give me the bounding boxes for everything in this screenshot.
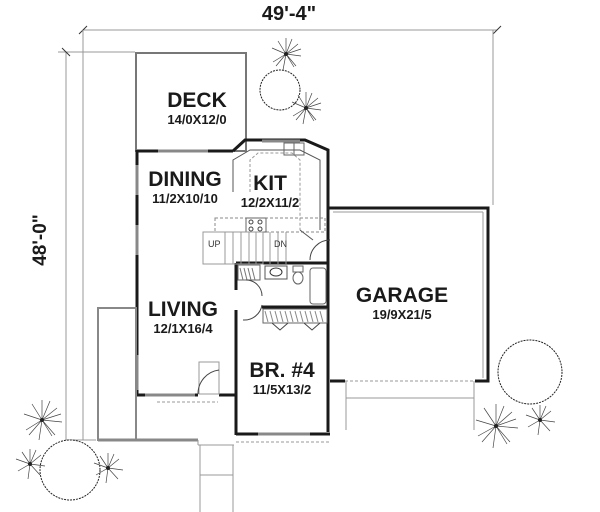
garage-entry-door: [309, 239, 331, 261]
bedroom-closet: [262, 308, 328, 331]
room-bedroom-4: BR. #4 11/5X13/2: [249, 359, 315, 397]
windows: [135, 139, 310, 436]
room-living: LIVING 12/1X16/4: [148, 298, 218, 336]
tree-icon-bottom-left: [15, 400, 124, 501]
room-garage: GARAGE 19/9X21/5: [356, 284, 448, 322]
room-name-dining: DINING: [148, 168, 222, 191]
room-name-garage: GARAGE: [356, 284, 448, 307]
bathroom: [237, 264, 327, 321]
room-size-deck: 14/0X12/0: [167, 112, 226, 127]
dimension-depth: 48'-0": [30, 47, 135, 441]
porch: [97, 307, 330, 512]
tree-icon-bottom-right: [475, 339, 563, 449]
tree-icon-top: [259, 38, 322, 125]
room-size-bedroom-4: 11/5X13/2: [253, 382, 312, 397]
room-kitchen: KIT 12/2X11/2: [241, 172, 300, 210]
room-dining: DINING 11/2X10/10: [148, 168, 222, 206]
stairs-down-label: DN: [274, 239, 287, 249]
room-size-dining: 11/2X10/10: [152, 191, 218, 206]
stairs-up-label: UP: [208, 239, 221, 249]
depth-dimension-label: 48'-0": [30, 214, 51, 266]
room-size-kitchen: 12/2X11/2: [241, 195, 300, 210]
room-name-bedroom-4: BR. #4: [249, 359, 315, 382]
room-size-living: 12/1X16/4: [153, 321, 213, 336]
room-name-deck: DECK: [167, 89, 227, 112]
room-name-kitchen: KIT: [253, 172, 287, 195]
driveway: [345, 381, 475, 430]
room-deck: DECK 14/0X12/0: [167, 89, 227, 127]
width-dimension-label: 49'-4": [262, 3, 316, 25]
dimension-width: 49'-4": [78, 3, 502, 440]
room-name-living: LIVING: [148, 298, 218, 321]
stairs: UP DN: [202, 231, 287, 265]
room-size-garage: 19/9X21/5: [372, 307, 431, 322]
kitchen-counters: [214, 142, 326, 241]
front-door: [197, 361, 220, 395]
